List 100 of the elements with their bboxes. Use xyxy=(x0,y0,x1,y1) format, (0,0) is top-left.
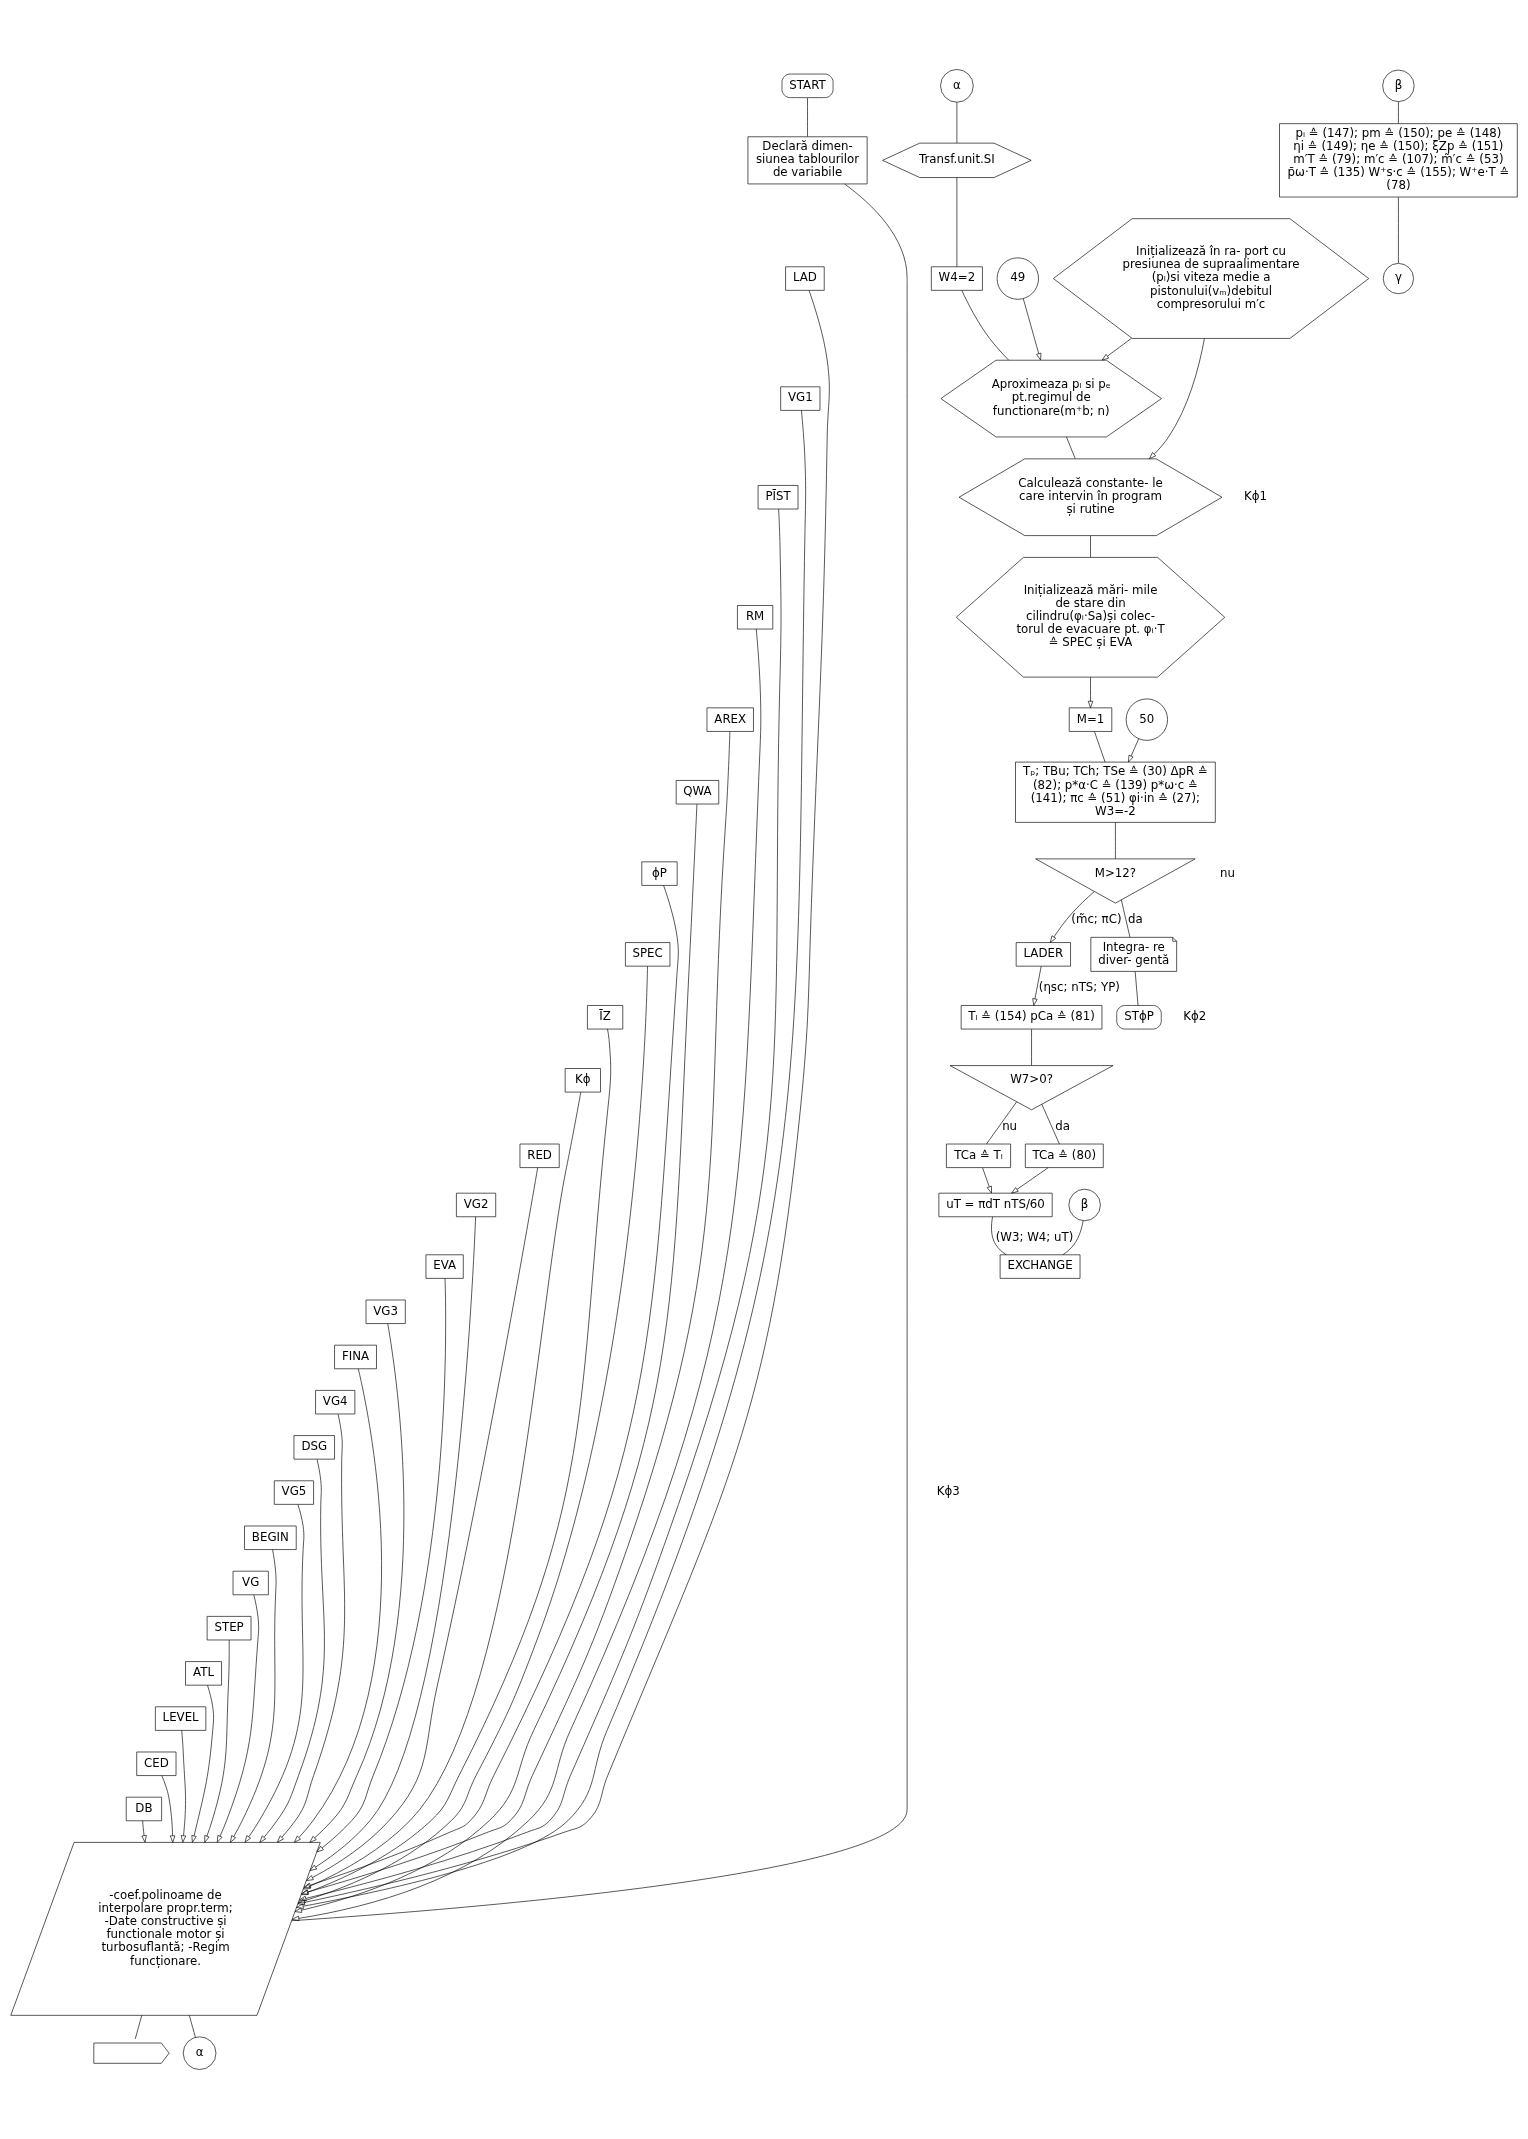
node-box: BEGIN xyxy=(244,1525,297,1550)
node-box: VG xyxy=(232,1570,269,1596)
node-box: ϕP xyxy=(641,861,678,886)
node-circle: β xyxy=(1068,1188,1101,1222)
node-box: uT = πdT nTS/60 xyxy=(938,1192,1053,1218)
connector xyxy=(1134,971,1139,1006)
node-box: LEVEL xyxy=(155,1706,207,1731)
node-box: M=1 xyxy=(1068,707,1113,732)
node-box: LAD xyxy=(785,266,825,291)
node-box: W4=2 xyxy=(931,266,983,291)
node-box: TCa ≙ Tₗ xyxy=(946,1143,1011,1168)
node-box: CED xyxy=(136,1751,177,1776)
node-box: LADER xyxy=(1015,942,1071,967)
label: Kϕ1 xyxy=(1244,489,1268,504)
edge-label: (W3; W4; uT) xyxy=(995,1229,1074,1244)
arrow xyxy=(1032,966,1042,1006)
node-circle: 49 xyxy=(996,257,1039,300)
node-box: RED xyxy=(519,1143,560,1168)
node-box: DSG xyxy=(293,1435,335,1460)
edge-label: da xyxy=(1055,1118,1071,1133)
arrow xyxy=(1128,738,1139,763)
node-box: VG1 xyxy=(780,386,821,411)
node-box: QWA xyxy=(675,780,720,805)
connector xyxy=(1031,1028,1032,1066)
connector xyxy=(1115,822,1116,860)
node-circle: 50 xyxy=(1125,698,1168,741)
connector xyxy=(189,2015,196,2038)
arrow xyxy=(161,1775,176,1843)
connector xyxy=(807,97,808,137)
edge-label: (ηsc; nTS; YP) xyxy=(1038,980,1120,995)
arrow xyxy=(306,1167,538,1881)
node-box: AREX xyxy=(706,707,754,732)
edge-label: (m̃c; πC) xyxy=(1071,912,1122,927)
node-box: Tₚ; TBu; TCh; TSe ≙ (30) ΔpR ≙ (82); p*α·C ≙ (139) p*ω·c ≙ (141); πc ≙ (51) φi·in ≙ (27); W3=-2 xyxy=(1015,761,1216,823)
connector xyxy=(1094,731,1106,763)
label: Kϕ3 xyxy=(936,1484,960,1499)
connector xyxy=(1041,1103,1060,1145)
connector xyxy=(991,1216,1007,1256)
node-box: Declară dimen- siunea tablourilor de variabile xyxy=(747,136,868,185)
node-box: pᵢ ≙ (147); pm ≙ (150); pe ≙ (148) ηi ≙ (149); ηe ≙ (150); ξZp ≙ (151) m′T ≙ (79); m′c ≙ (107); m̃′c ≙ (53) p̄ω·T ≙ (135) W⁺s·c ≙ (155); W⁺e·T ≙ (78) xyxy=(1279,123,1518,198)
node-box: START xyxy=(781,73,834,98)
node-circle: α xyxy=(182,2036,217,2070)
node-circle: α xyxy=(940,69,974,103)
arrow xyxy=(316,1278,446,1853)
arrow xyxy=(303,1091,582,1890)
connector xyxy=(1090,535,1091,558)
arrow xyxy=(1011,1167,1049,1194)
node-box: Tₗ ≙ (154) pCa ≙ (81) xyxy=(960,1005,1103,1030)
node-box: EVA xyxy=(425,1254,464,1279)
label: nu xyxy=(1219,865,1235,880)
arrow xyxy=(1087,676,1094,709)
node-box: TCa ≙ (80) xyxy=(1025,1143,1104,1168)
node-box: EXCHANGE xyxy=(999,1254,1081,1279)
arrow xyxy=(982,1167,992,1194)
arrow xyxy=(300,1028,612,1895)
arrow xyxy=(244,1504,305,1843)
arrow xyxy=(294,1368,382,1843)
node-box: STEP xyxy=(206,1616,252,1641)
arrow xyxy=(1101,337,1132,361)
node-box: ĪZ xyxy=(587,1005,624,1030)
arrow xyxy=(309,1216,476,1871)
arrow xyxy=(180,1730,187,1843)
connector xyxy=(956,177,958,268)
arrow xyxy=(1023,298,1042,361)
connector xyxy=(134,2015,143,2040)
arrow xyxy=(301,731,731,1895)
edge-label: da xyxy=(1128,912,1143,927)
node-box: VG2 xyxy=(456,1192,497,1218)
node-box: DB xyxy=(125,1796,162,1822)
node-box: VG5 xyxy=(273,1480,314,1505)
node-box: RM xyxy=(737,605,774,630)
arrow xyxy=(1049,891,1095,943)
edge-label: nu xyxy=(1002,1118,1018,1133)
node-box: VG3 xyxy=(365,1299,406,1324)
connector xyxy=(1398,101,1399,124)
arrow xyxy=(297,966,648,1904)
node-box: FINA xyxy=(334,1344,377,1370)
connector xyxy=(1062,1220,1084,1256)
node-circle: β xyxy=(1382,69,1415,102)
arrow xyxy=(191,1685,214,1843)
arrow xyxy=(294,803,698,1913)
node-box: ATL xyxy=(185,1661,222,1686)
node-box: VG4 xyxy=(315,1390,356,1415)
node-box: PĪST xyxy=(757,485,799,510)
label: Kϕ2 xyxy=(1183,1009,1207,1024)
connector xyxy=(291,183,908,1922)
arrow xyxy=(216,1594,259,1843)
arrow xyxy=(204,1639,230,1843)
node-box: Kϕ xyxy=(564,1068,601,1093)
arrow xyxy=(259,1459,325,1843)
node-box: SPEC xyxy=(625,942,671,967)
arrow xyxy=(1149,338,1205,460)
node-circle: γ xyxy=(1382,263,1414,295)
arrow xyxy=(141,1820,147,1843)
node-box: STϕP xyxy=(1116,1005,1162,1030)
connector xyxy=(1121,899,1131,938)
arrow xyxy=(230,1549,277,1843)
arrow xyxy=(309,1323,405,1843)
node-card xyxy=(93,2042,170,2064)
arrow xyxy=(277,1413,345,1843)
